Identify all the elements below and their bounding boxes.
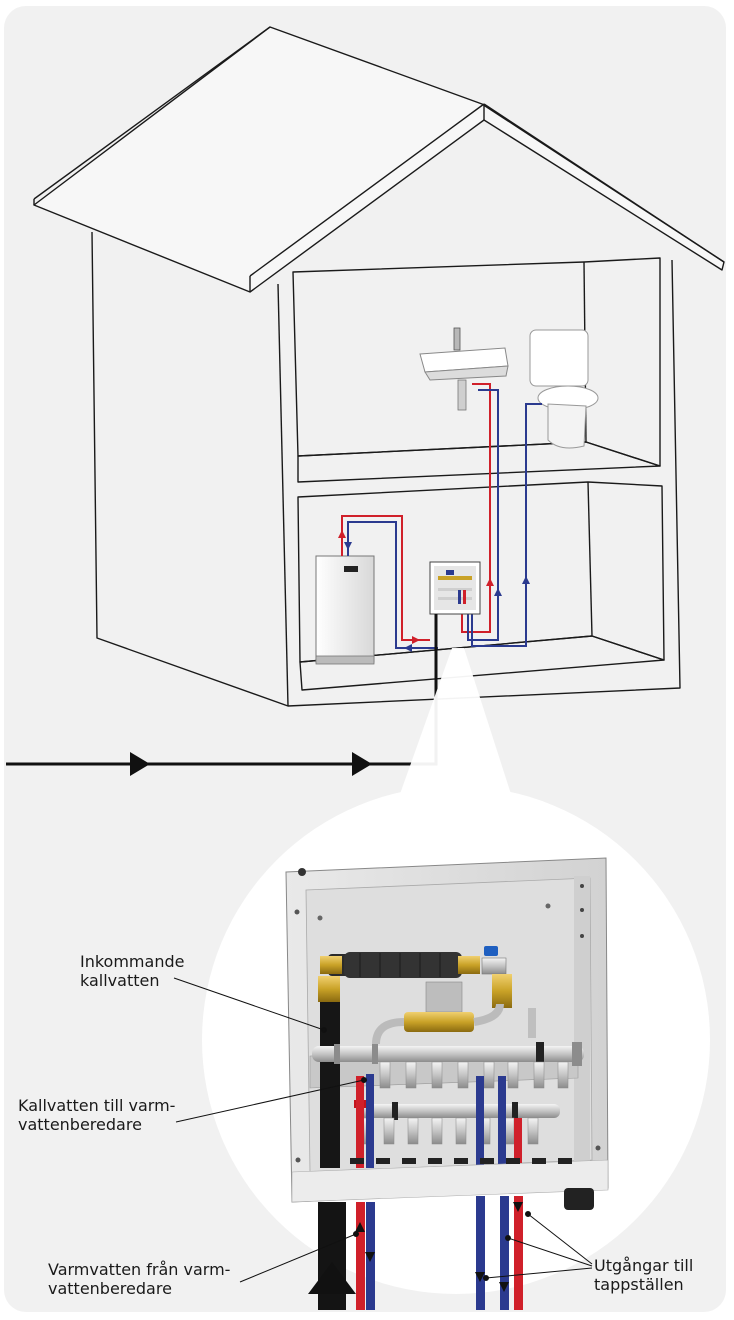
- label-incoming-cold-1: Inkommande: [80, 952, 185, 971]
- cabinet-outlet-pipes: [308, 1196, 523, 1310]
- label-cold-to-heater-1: Kallvatten till varm-: [18, 1096, 176, 1115]
- distribution-cabinet-detail: [285, 857, 609, 1210]
- leader-lines: [173, 977, 593, 1283]
- house-pipes: [338, 383, 542, 652]
- valve-icon: [484, 946, 498, 956]
- water-heater-icon: [315, 555, 375, 665]
- label-hot-from-heater-2: vattenberedare: [48, 1279, 172, 1298]
- toilet-icon: [529, 329, 599, 449]
- label-incoming-cold-2: kallvatten: [80, 971, 160, 990]
- label-outlets-2: tappställen: [594, 1275, 684, 1294]
- label-cold-to-heater-2: vattenberedare: [18, 1115, 142, 1134]
- label-hot-from-heater-1: Varmvatten från varm-: [48, 1260, 231, 1279]
- house-outline: [33, 26, 725, 707]
- flow-arrow-icon: [308, 1262, 356, 1294]
- flow-arrow-icon: [130, 752, 150, 776]
- flow-arrow-icon: [352, 752, 372, 776]
- label-outlets-1: Utgångar till: [594, 1256, 694, 1275]
- sink-icon: [419, 327, 509, 411]
- distribution-cabinet-small: [429, 561, 481, 615]
